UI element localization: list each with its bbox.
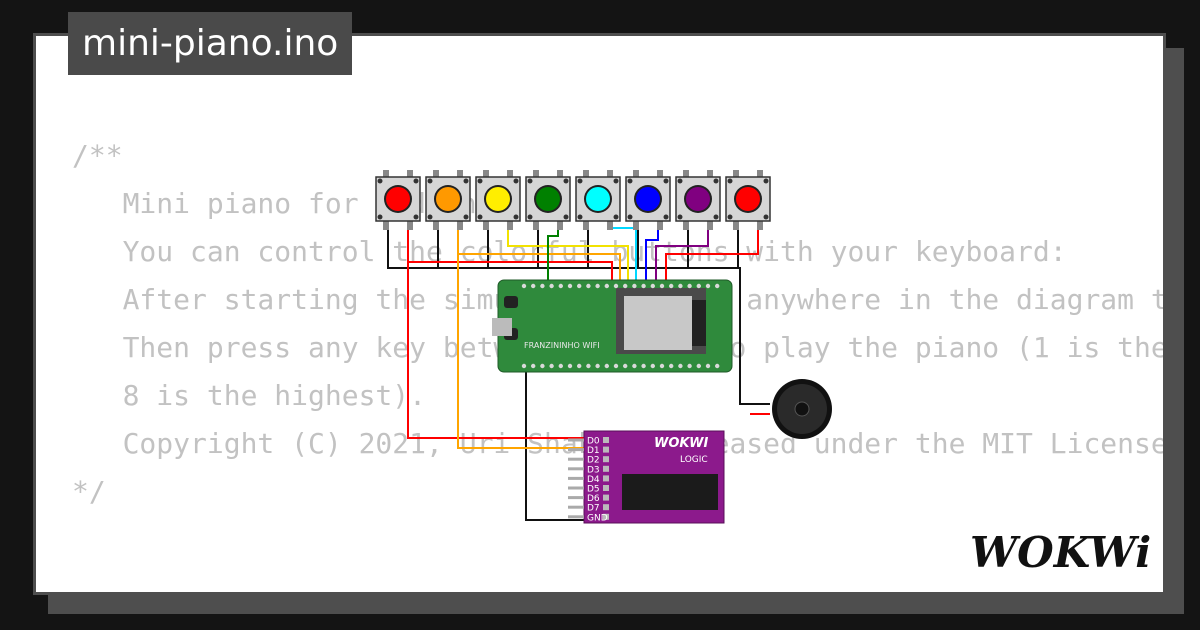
wire-btn3 [507,228,629,282]
analyzer-sub: LOGIC [680,455,708,465]
pushbutton[interactable] [475,170,521,230]
analyzer-pin-label: D4 [587,475,600,485]
analyzer-pin-label: D0 [587,437,600,447]
file-tab[interactable]: mini-piano.ino [68,12,353,75]
analyzer-pin-label: D1 [587,446,600,456]
pushbuttons [375,170,771,230]
usb-port [492,318,512,336]
wokwi-logo: WOKWi [970,528,1150,577]
franzininho-board[interactable]: FRANZININHO WIFI [492,279,733,373]
wire-analyzer-d1 [457,254,590,449]
pushbutton[interactable] [375,170,421,230]
pushbutton[interactable] [625,170,671,230]
wire-analyzer-d0 [407,262,590,439]
wire-btn6 [645,228,659,282]
pushbutton[interactable] [525,170,571,230]
wire-btn4 [547,228,559,282]
analyzer-pin-label: D2 [587,456,600,466]
logo-text: WOKWi [970,528,1150,577]
pushbutton[interactable] [725,170,771,230]
pushbutton[interactable] [675,170,721,230]
buzzer[interactable] [772,379,832,439]
analyzer-pin-label: D3 [587,465,600,475]
board-label: FRANZININHO WIFI [524,341,600,350]
code-line: Copyright (C) 2021, Uri Shaked. Released… [122,427,1163,460]
wire-btn7 [655,228,709,282]
analyzer-brand: WOKWI [654,436,708,451]
code-line: */ [72,475,106,508]
wire-gnd-bus [387,228,770,405]
wire-btn2 [457,228,621,282]
wire-btn8 [665,228,759,282]
code-line: You can control the colorful buttons wit… [72,235,1067,268]
circuit-diagram: FRANZININHO WIFI WOKWI LOGIC D0D1D2D3D4D… [375,170,832,524]
boot-button[interactable] [504,296,518,308]
code-line: 8 is the highest). [72,379,427,412]
wires [387,227,770,521]
analyzer-pin-label: D6 [587,494,600,504]
code-line: /** [72,139,123,172]
pushbutton[interactable] [575,170,621,230]
analyzer-pin-label: GND [587,513,608,523]
pushbutton[interactable] [425,170,471,230]
wire-btn1 [407,228,613,282]
analyzer-pin-label: D5 [587,485,600,495]
analyzer-pin-label: D7 [587,504,600,514]
